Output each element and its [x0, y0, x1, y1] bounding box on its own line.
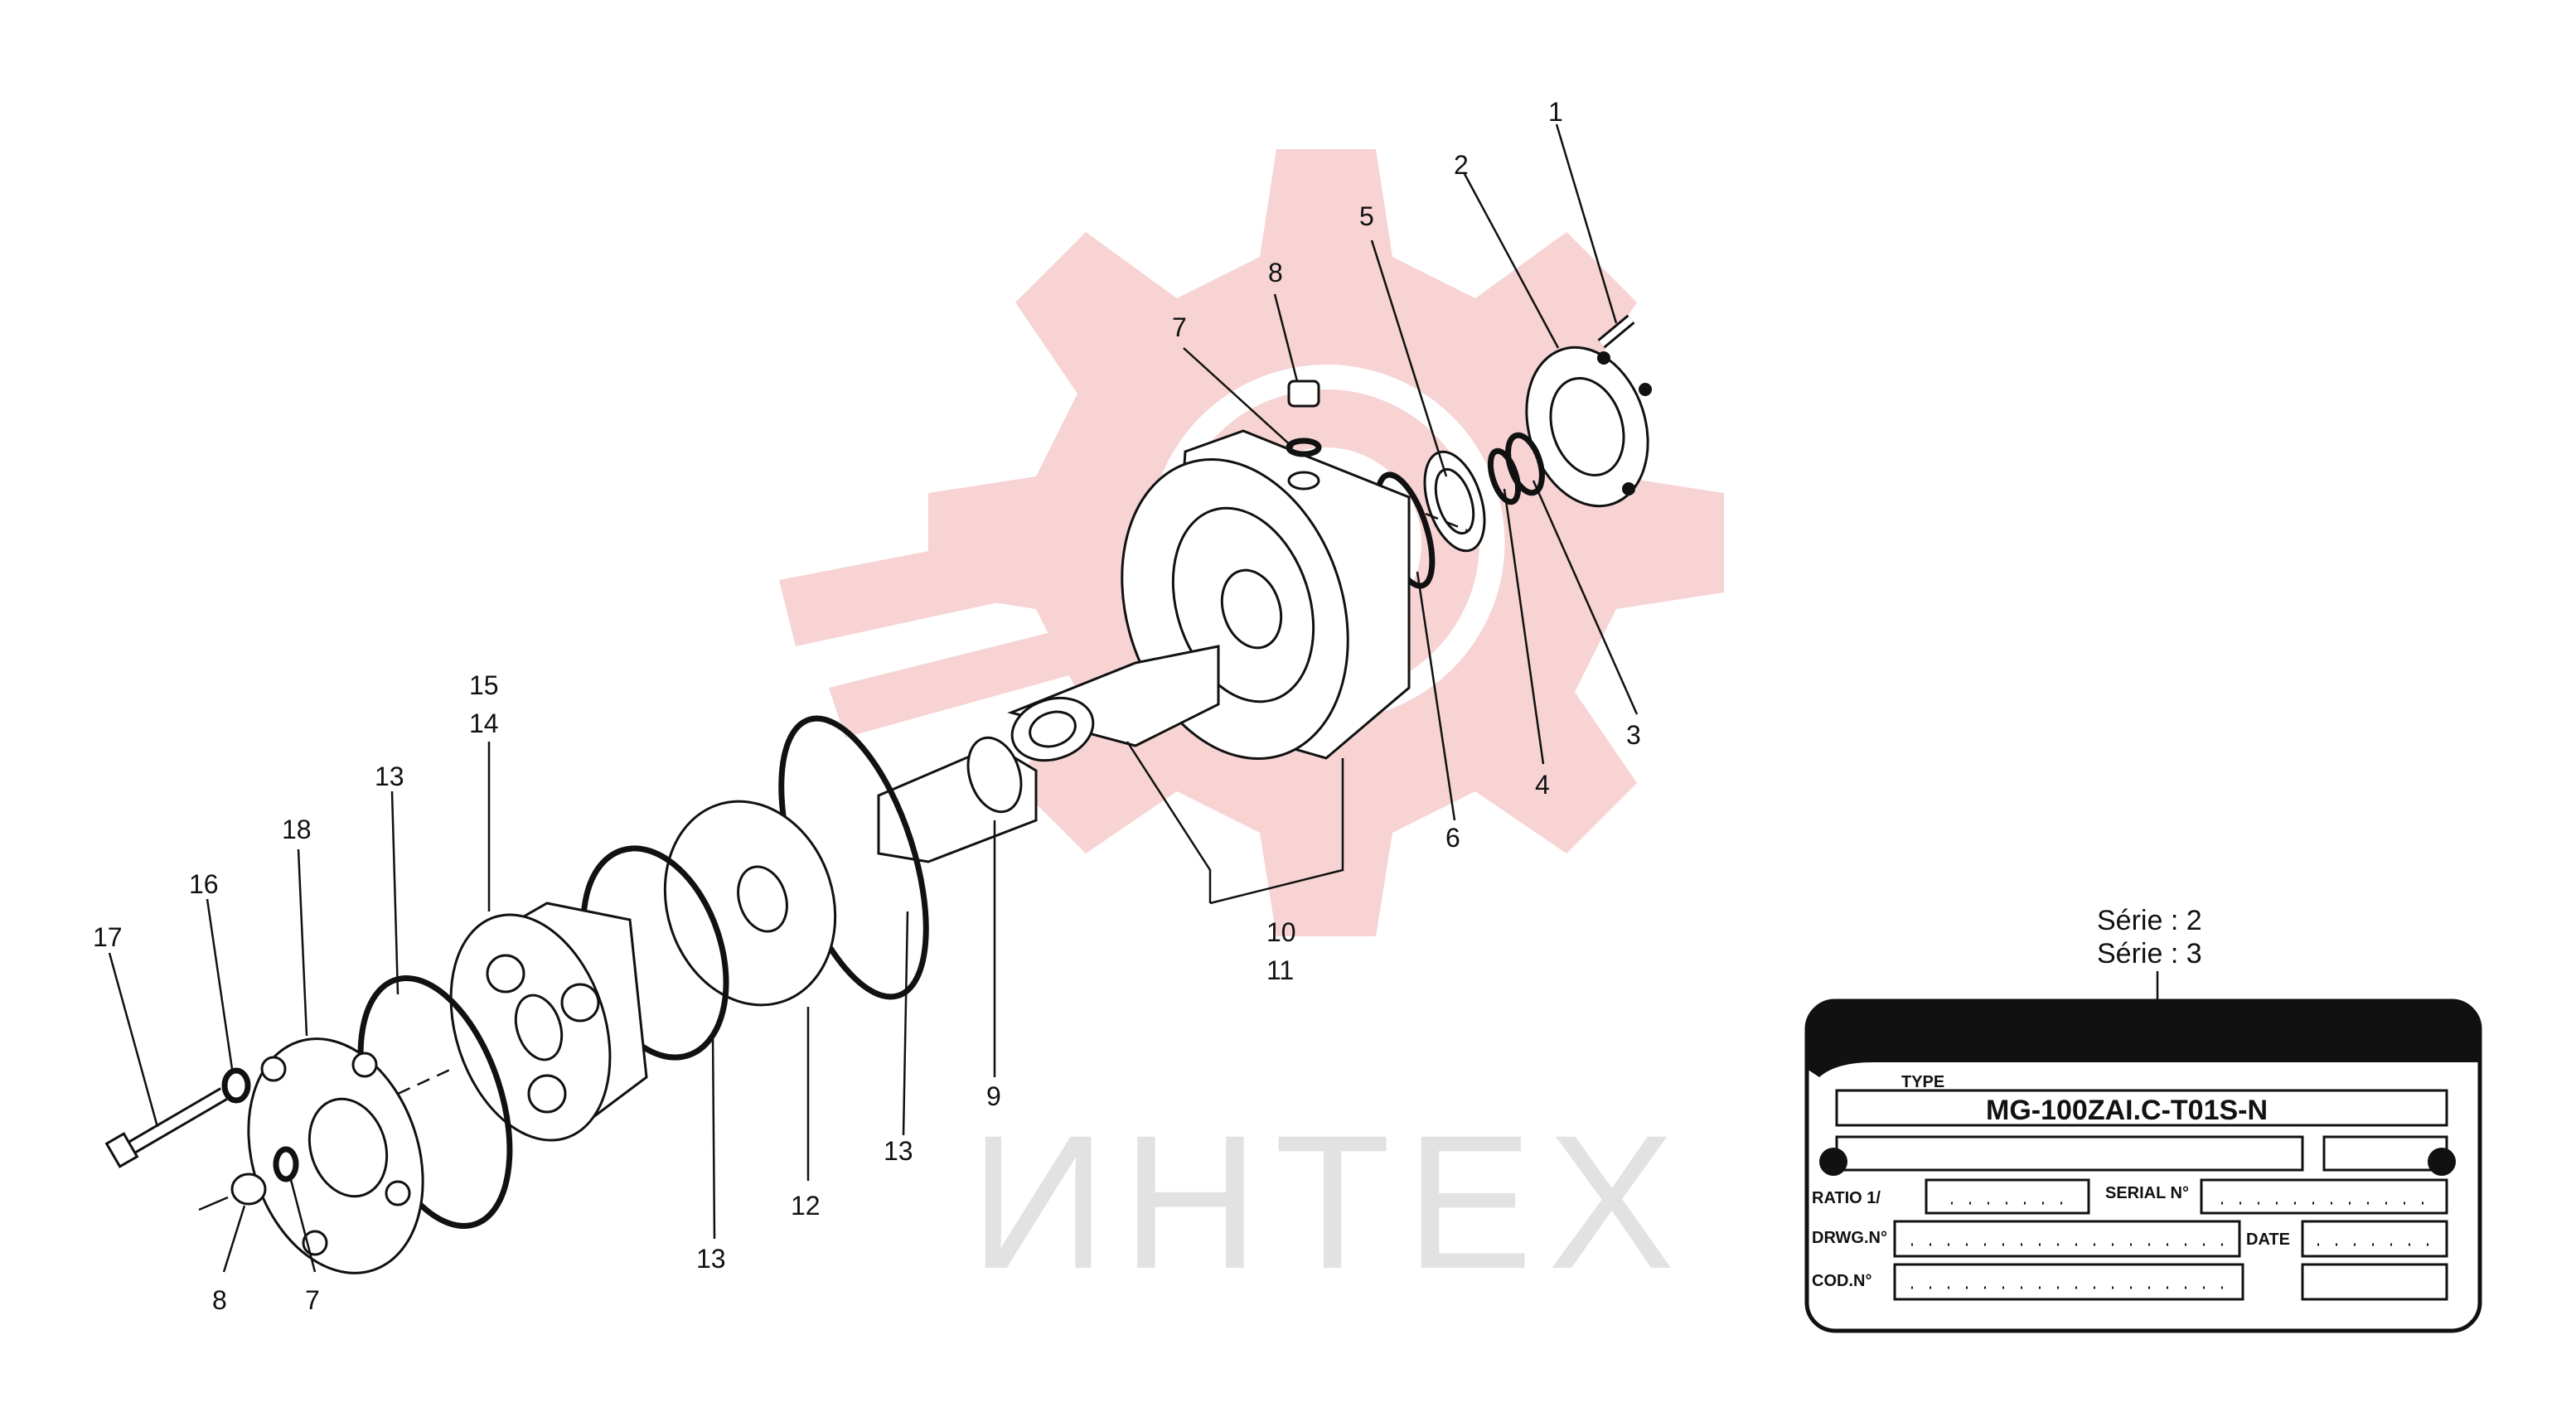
washer-16	[221, 1067, 251, 1104]
blank-field-a	[1835, 1135, 2304, 1172]
callout-1: 1	[1548, 97, 1563, 127]
blank-field-b	[2322, 1135, 2448, 1172]
callout-4: 4	[1535, 770, 1550, 800]
bolt-17	[104, 1087, 228, 1168]
callout-18: 18	[282, 815, 312, 844]
oring-4	[1487, 447, 1522, 505]
cover-bolt	[1597, 314, 1635, 349]
coupling-shaft	[1007, 645, 1220, 762]
drawing-label: DRWG.N°	[1812, 1229, 1887, 1247]
housing	[1121, 429, 1411, 760]
callout-17: 17	[93, 922, 123, 952]
date-field	[2301, 1220, 2448, 1258]
callout-13-a: 13	[884, 1136, 913, 1166]
type-label: TYPE	[1901, 1073, 1944, 1091]
callout-7-bottom: 7	[305, 1285, 320, 1315]
code-label: COD.N°	[1812, 1272, 1871, 1290]
watermark-text: ИНТЕХ	[970, 1095, 1690, 1308]
serie-line-2: Série : 3	[2097, 938, 2202, 969]
plug-8-top	[1286, 380, 1322, 491]
date-label: DATE	[2246, 1231, 2290, 1249]
cover-flange	[1525, 346, 1652, 508]
callout-16: 16	[189, 869, 219, 899]
callout-5: 5	[1359, 201, 1374, 231]
callout-12: 12	[791, 1191, 821, 1221]
callout-15: 15	[469, 670, 499, 700]
type-value: MG-100ZAI.C-T01S-N	[1986, 1095, 2268, 1126]
ring-gear-14	[449, 902, 648, 1142]
nameplate: Série : 2 Série : 3 TYPE MG-100ZAI.C-T01…	[1804, 905, 2482, 1333]
nameplate-header-band	[1807, 1001, 2480, 1077]
carrier-12	[663, 800, 837, 1007]
callout-2: 2	[1454, 150, 1469, 180]
drawing-field	[1893, 1220, 2241, 1258]
callout-7-top: 7	[1172, 312, 1187, 342]
code-field	[1893, 1263, 2244, 1301]
serie-line-1: Série : 2	[2097, 905, 2202, 936]
serial-field	[2200, 1178, 2448, 1215]
callout-11: 11	[1266, 955, 1294, 985]
ratio-label: RATIO 1/	[1812, 1189, 1881, 1207]
leader-lines	[108, 123, 1639, 1273]
callout-13-c: 13	[375, 762, 404, 791]
rivet-right	[2428, 1148, 2456, 1176]
sun-gear-9	[877, 736, 1038, 863]
callout-10: 10	[1266, 917, 1296, 947]
callout-8-top: 8	[1268, 258, 1283, 288]
axis-lines	[198, 512, 1468, 1211]
serial-label: SERIAL N°	[2105, 1184, 2189, 1202]
blank-field-c	[2301, 1263, 2448, 1301]
callout-14: 14	[469, 708, 499, 738]
callout-13-b: 13	[696, 1244, 726, 1274]
type-field	[1835, 1089, 2448, 1127]
end-flange-18	[247, 1037, 424, 1274]
callout-6: 6	[1445, 823, 1460, 853]
ratio-field	[1925, 1178, 2090, 1215]
rivet-left	[1819, 1148, 1847, 1176]
plug-8-bottom	[230, 1146, 299, 1206]
callout-8-bottom: 8	[212, 1285, 227, 1315]
callout-3: 3	[1626, 720, 1641, 750]
callout-9: 9	[986, 1081, 1001, 1111]
